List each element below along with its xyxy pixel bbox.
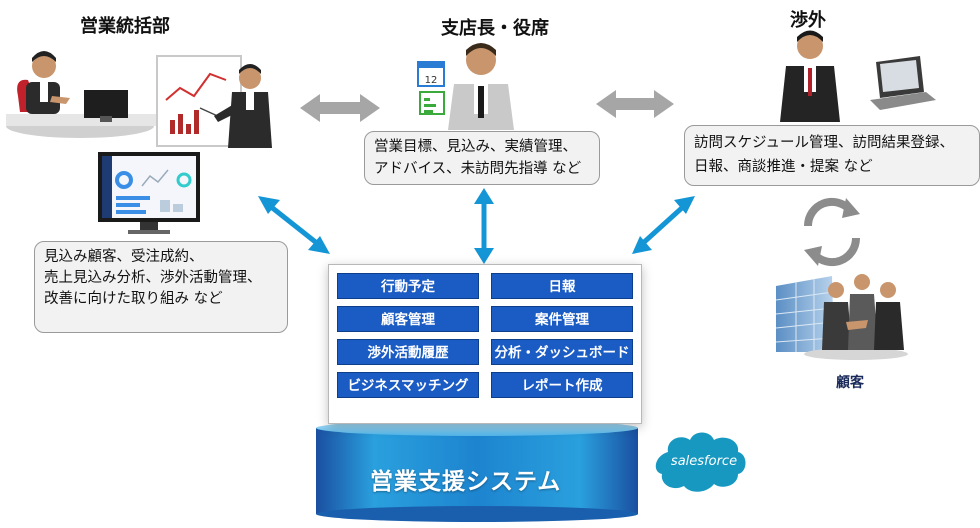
field-sales-illustration (780, 30, 936, 122)
blue-arrow-branch (474, 188, 494, 264)
hq-presenter-illustration (156, 55, 272, 148)
cycle-arrowhead-1 (842, 198, 860, 218)
feature-action-schedule: 行動予定 (337, 273, 479, 299)
customer-illustration (775, 274, 908, 360)
heading-hq: 営業統括部 (80, 16, 170, 37)
field-description-box: 訪問スケジュール管理、訪問結果登録、 日報、商談推進・提案 など (684, 125, 980, 186)
system-label: 営業支援システム (370, 469, 562, 495)
dashboard-monitor-illustration (98, 152, 200, 234)
feature-customer-management: 顧客管理 (337, 306, 479, 332)
hq-line-3: 改善に向けた取り組み など (44, 291, 223, 307)
feature-daily-report: 日報 (491, 273, 633, 299)
feature-business-matching: ビジネスマッチング (337, 372, 479, 398)
feature-report-creation: レポート作成 (491, 372, 633, 398)
branch-line-1: 営業目標、見込み、実績管理、 (374, 139, 577, 155)
feature-analysis-dashboard: 分析・ダッシュボード (491, 339, 633, 365)
salesforce-logo (655, 432, 746, 492)
calendar-day: 12 (425, 75, 438, 86)
heading-customer: 顧客 (836, 375, 864, 391)
hq-line-2: 売上見込み分析、渉外活動管理、 (44, 270, 262, 286)
cycle-arrowhead-2 (804, 246, 822, 266)
branch-description-box: 営業目標、見込み、実績管理、 アドバイス、未訪問先指導 など (364, 131, 600, 185)
branch-line-2: アドバイス、未訪問先指導 など (374, 161, 582, 177)
blue-arrow-hq (258, 196, 330, 254)
grey-arrow-left (300, 94, 380, 122)
field-line-1: 訪問スケジュール管理、訪問結果登録、 (694, 135, 954, 151)
system-cylinder (316, 420, 638, 522)
feature-deal-management: 案件管理 (491, 306, 633, 332)
hq-description-box: 見込み顧客、受注成約、 売上見込み分析、渉外活動管理、 改善に向けた取り組み な… (34, 241, 288, 333)
branch-manager-illustration: 12 (417, 43, 514, 130)
salesforce-wordmark: salesforce (670, 454, 738, 469)
feature-panel: 行動予定 日報 顧客管理 案件管理 渉外活動履歴 分析・ダッシュボード ビジネス… (328, 264, 642, 424)
heading-field: 渉外 (790, 10, 826, 31)
field-line-2: 日報、商談推進・提案 など (694, 159, 873, 175)
hq-executive-illustration (6, 51, 156, 138)
feature-activity-history: 渉外活動履歴 (337, 339, 479, 365)
blue-arrow-field (632, 196, 695, 254)
grey-arrow-right (596, 90, 674, 118)
hq-line-1: 見込み顧客、受注成約、 (44, 249, 204, 265)
heading-branch: 支店長・役席 (441, 18, 549, 39)
